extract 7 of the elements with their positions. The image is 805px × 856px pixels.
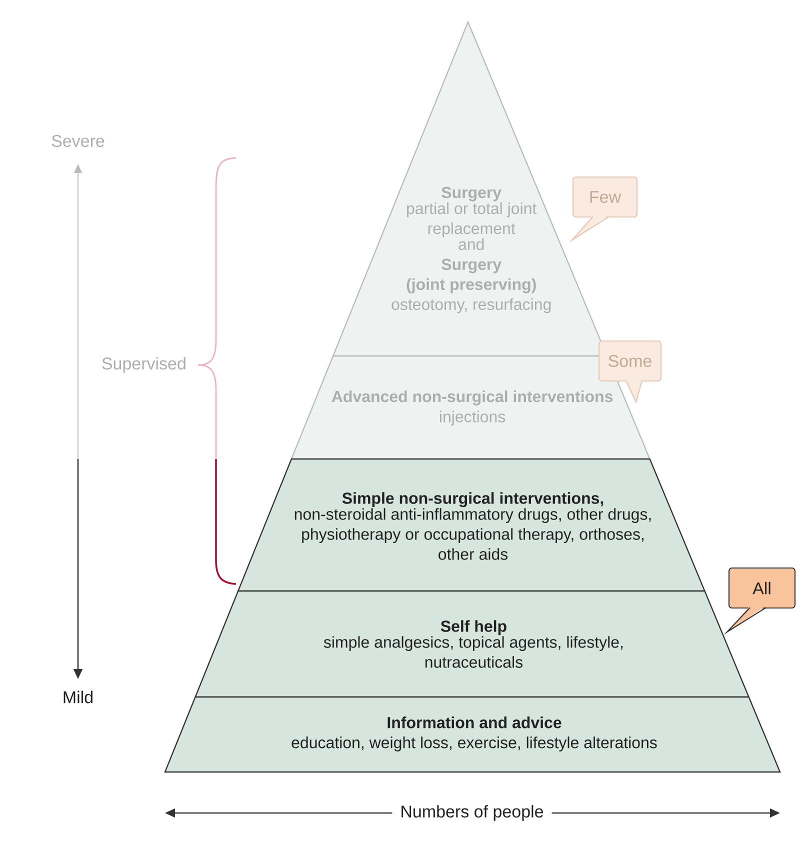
pyramid-tier: Information and advice education, weight loss, exercise, lifestyle alterations (164, 696, 781, 773)
axis-label: Numbers of people (392, 802, 552, 824)
brace-label: Supervised (102, 357, 186, 373)
axis-label: Severe (52, 134, 104, 148)
speech-bubble: Few (568, 176, 638, 243)
axis-label: Mild (64, 690, 92, 704)
speech-bubble: All (724, 567, 796, 635)
